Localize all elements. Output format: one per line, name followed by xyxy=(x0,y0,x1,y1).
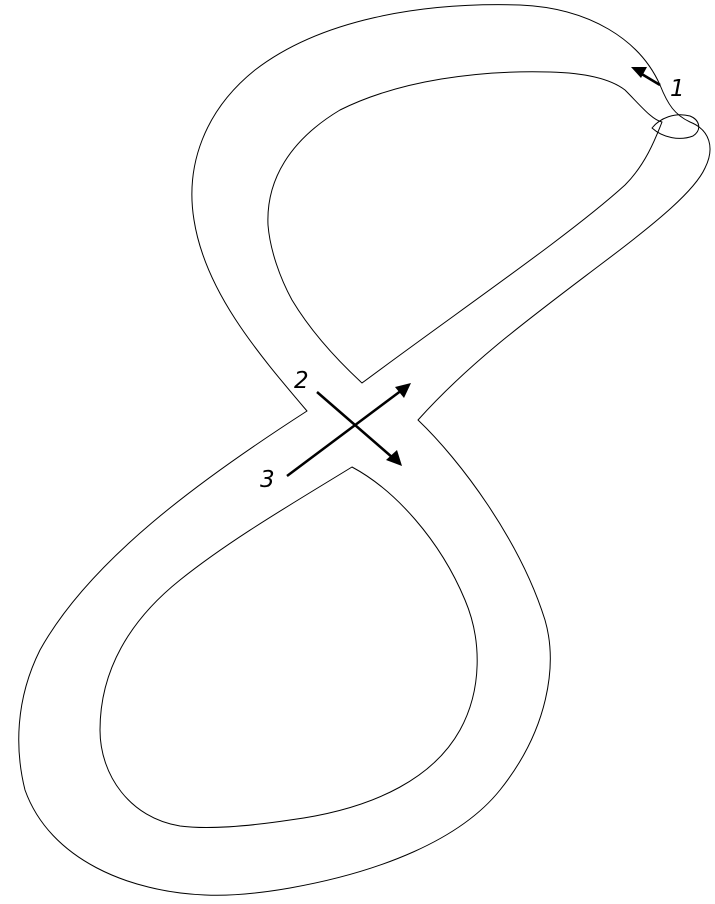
track-loop-detail xyxy=(652,115,699,139)
track-inner-edge-lower-loop xyxy=(100,467,477,828)
direction-arrow-2 xyxy=(317,392,402,466)
marker-label-2: 2 xyxy=(294,368,309,394)
track-outer-edge xyxy=(19,5,710,896)
track-inner-edge-upper-loop xyxy=(268,72,662,383)
marker-label-1: 1 xyxy=(670,76,685,102)
marker-label-3: 3 xyxy=(260,467,275,493)
